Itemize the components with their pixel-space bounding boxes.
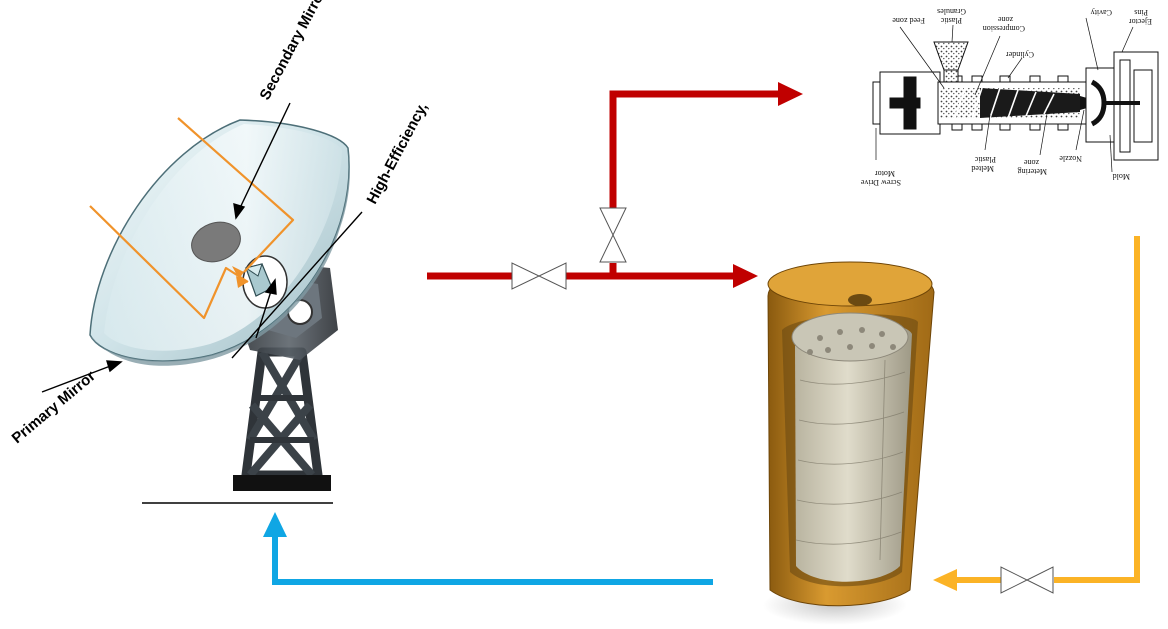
- label-nozzle: Nozzle: [1059, 154, 1082, 163]
- label-metering-zone-line1: Metering: [1018, 167, 1047, 176]
- cold-arrow: [263, 512, 287, 537]
- secondary-mirror: [191, 221, 241, 263]
- label-compression-zone: Compression zone: [981, 15, 1025, 33]
- label-ejector-pins-line1: Ejector: [1129, 17, 1152, 26]
- label-screw-drive-motor: Screw Drive Motor: [859, 169, 901, 187]
- hot-arrow-upper: [778, 82, 803, 106]
- label-metering-zone: Metering zone: [1016, 158, 1047, 176]
- label-melted-plastic-line1: Melted: [971, 164, 994, 173]
- valve-icon[interactable]: [599, 207, 627, 263]
- label-pointers: [41, 102, 363, 393]
- label-plastic-granules-line1: Plastic: [940, 16, 962, 25]
- label-feed-zone: Feed zone: [892, 16, 925, 25]
- label-compression-zone-line2: zone: [997, 15, 1013, 24]
- label-cylinder: Cylinder: [1006, 50, 1034, 59]
- tower-base: [233, 475, 331, 491]
- label-compression-zone-line1: Compression: [983, 24, 1025, 33]
- label-primary-mirror: Primary Mirror: [9, 367, 99, 447]
- valve-icon[interactable]: [1000, 566, 1054, 594]
- label-high-efficiency: High-Efficiency,: [364, 100, 432, 207]
- hot-arrow-lower: [733, 264, 758, 288]
- injection-molding-machine: Feed zone Plastic Granules Compression z…: [859, 7, 1159, 187]
- label-ejector-pins-line2: Pins: [1134, 8, 1148, 17]
- warm-piping: [957, 236, 1140, 583]
- thermal-storage-tank: [763, 261, 935, 625]
- label-plastic-granules-line2: Granules: [937, 7, 966, 16]
- label-mold: Mold: [1113, 172, 1130, 181]
- label-ejector-pins: Ejector Pins: [1127, 8, 1152, 26]
- label-cavity: Cavity: [1091, 8, 1112, 17]
- label-secondary-mirror: Secondary Mirror: [257, 0, 330, 103]
- label-melted-plastic: Melted Plastic: [969, 155, 996, 173]
- label-screw-drive-motor-line1: Screw Drive: [860, 178, 901, 187]
- dish-tower: [240, 262, 338, 480]
- label-metering-zone-line2: zone: [1023, 158, 1039, 167]
- label-screw-drive-motor-line2: Motor: [875, 169, 895, 178]
- warm-arrow: [933, 569, 957, 591]
- label-melted-plastic-line2: Plastic: [974, 155, 996, 164]
- solar-dish-assembly: Secondary Mirror High-Efficiency, Primar…: [9, 0, 432, 504]
- label-plastic-granules: Plastic Granules: [937, 7, 966, 25]
- valve-icon[interactable]: [511, 262, 567, 290]
- hot-piping: [427, 90, 780, 280]
- cold-piping: [272, 535, 713, 585]
